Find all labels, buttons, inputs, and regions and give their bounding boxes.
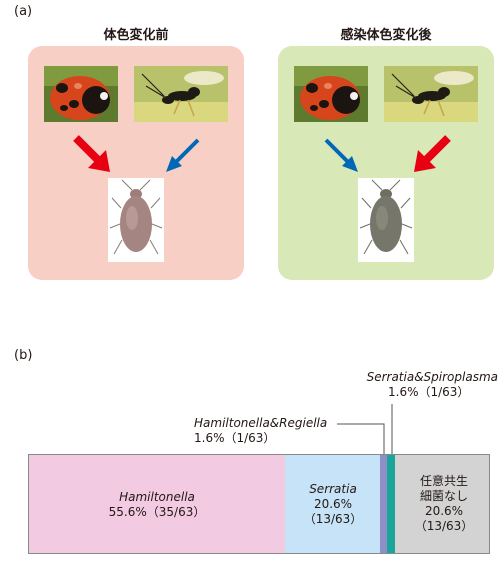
- red-arrow-icon-after: [414, 135, 451, 172]
- panel-b-label: (b): [14, 348, 33, 363]
- ladybird-image: [44, 66, 118, 122]
- hamiltonella-label: Hamiltonella 55.6%（35/63）: [28, 490, 286, 520]
- parasitoid-wasp-image-after: [384, 66, 478, 122]
- serratia-count: （13/63）: [303, 512, 363, 526]
- hamiltonella-regiella-value: 1.6%（1/63）: [194, 431, 276, 445]
- red-arrow-icon: [73, 135, 110, 172]
- no-symbiont-label: 任意共生 細菌なし 20.6% （13/63）: [398, 474, 490, 534]
- serratia-spiroplasma-annotation: Serratia&Spiroplasma 1.6%（1/63）: [302, 370, 498, 400]
- after-title: 感染体色変化後: [340, 28, 432, 43]
- leader-line-hamiltonella-regiella: [337, 423, 385, 454]
- no-symbiont-name-2: 細菌なし: [419, 489, 468, 503]
- bar-segment-serratia: [284, 454, 381, 554]
- serratia-value: 20.6%: [313, 497, 353, 511]
- bar-segment-hamiltonella-regiella: [380, 454, 388, 554]
- serratia-spiroplasma-value: 1.6%（1/63）: [388, 385, 470, 399]
- serratia-spiroplasma-name: Serratia&Spiroplasma: [366, 370, 498, 384]
- no-symbiont-name-1: 任意共生: [419, 474, 468, 488]
- bar-segment-serratia-spiroplasma: [387, 454, 395, 554]
- hamiltonella-value: 55.6%（35/63）: [108, 505, 206, 519]
- aphid-green-image: [358, 178, 414, 262]
- no-symbiont-count: （13/63）: [414, 519, 474, 533]
- hamiltonella-regiella-annotation: Hamiltonella&Regiella 1.6%（1/63）: [194, 416, 384, 446]
- bar-segment-hamiltonella: [28, 454, 285, 554]
- before-title: 体色変化前: [103, 28, 169, 43]
- hamiltonella-name: Hamiltonella: [119, 490, 195, 504]
- parasitoid-wasp-image: [134, 66, 228, 122]
- bar-segment-no-symbiont: [394, 454, 490, 554]
- panel-a-label: (a): [14, 4, 33, 19]
- ladybird-image-after: [294, 66, 368, 122]
- no-symbiont-value: 20.6%: [424, 504, 464, 518]
- serratia-name: Serratia: [309, 482, 357, 496]
- serratia-label: Serratia 20.6% （13/63）: [286, 482, 380, 527]
- hamiltonella-regiella-name: Hamiltonella&Regiella: [194, 416, 328, 430]
- blue-arrow-icon: [166, 138, 200, 172]
- blue-arrow-icon-after: [324, 138, 358, 172]
- aphid-red-image: [108, 178, 164, 262]
- stacked-bar: [28, 454, 490, 554]
